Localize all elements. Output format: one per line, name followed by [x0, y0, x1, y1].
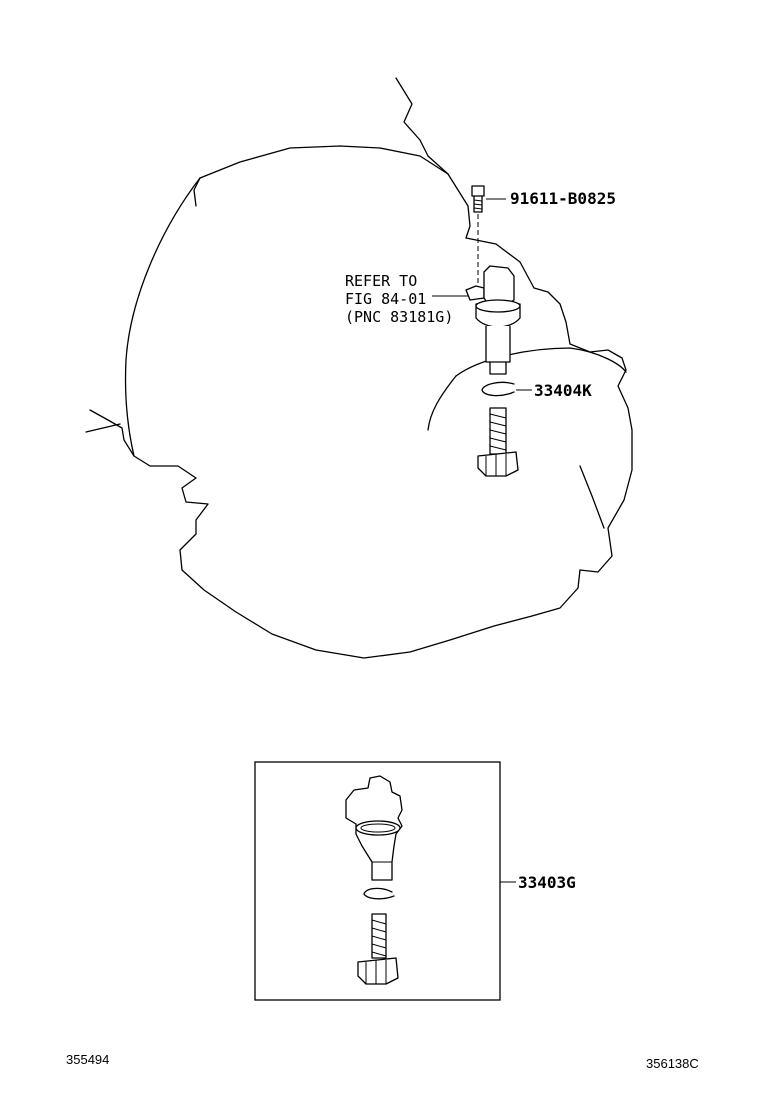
kit-o-ring-icon — [363, 887, 395, 900]
kit-gear-icon — [357, 913, 399, 985]
speed-sensor-icon — [465, 265, 521, 375]
footer-left-code: 355494 — [66, 1052, 109, 1067]
kit-box — [254, 761, 501, 1001]
driven-gear-icon — [477, 407, 519, 477]
housing-left-edge — [193, 177, 201, 207]
refer-to-line1: REFER TO — [345, 272, 417, 290]
bolt-icon — [471, 185, 485, 213]
boss-right-edge — [579, 465, 605, 529]
o-ring-part-number: 33404K — [534, 381, 592, 400]
o-ring-icon — [481, 381, 515, 397]
bolt-part-number: 91611-B0825 — [510, 189, 616, 208]
footer-right-code: 356138C — [646, 1056, 699, 1071]
sensor-hole-boss — [455, 347, 627, 377]
housing-left-curve — [124, 177, 201, 457]
kit-part-number: 33403G — [518, 873, 576, 892]
transmission-housing-outline — [85, 77, 633, 659]
refer-to-line2: FIG 84-01 — [345, 290, 426, 308]
refer-to-line3: (PNC 83181G) — [345, 308, 453, 326]
housing-top-edge — [199, 145, 449, 179]
kit-sensor-icon — [345, 775, 403, 881]
boss-left-curve — [427, 375, 457, 431]
